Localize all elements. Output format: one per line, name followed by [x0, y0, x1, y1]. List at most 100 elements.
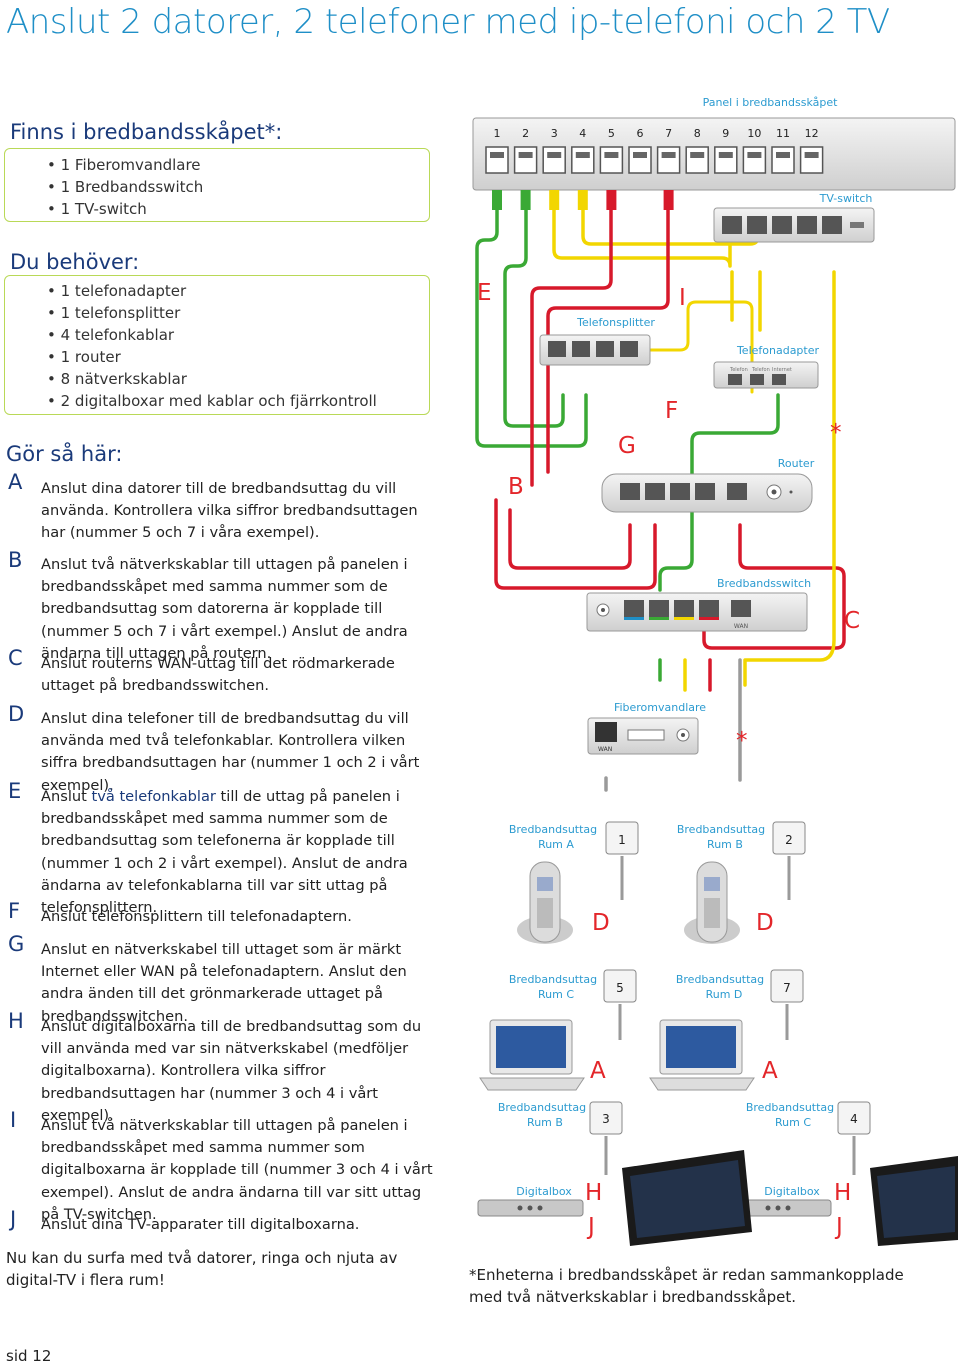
adapter-port-label: Telefon — [751, 367, 770, 373]
step-text-a: Anslut dina datorer till de bredbandsutt… — [41, 480, 418, 542]
step-letter-j: J — [10, 1207, 17, 1231]
panel-port-contacts — [804, 152, 819, 158]
panel-port-number: 5 — [608, 127, 615, 140]
panel-port-number: 3 — [551, 127, 558, 140]
step-letter-a: A — [8, 470, 23, 494]
step-letter-h: H — [8, 1009, 24, 1033]
outlet-rum-c-pc: Bredbandsuttag Rum C 5 — [509, 969, 637, 1003]
panel-port-contacts — [604, 152, 619, 158]
finns-item: 1 Bredbandsswitch — [47, 176, 429, 198]
panel-port — [656, 146, 681, 174]
marker-e: E — [477, 280, 492, 306]
outlet-rum-c-tv: Bredbandsuttag Rum C 4 — [746, 1101, 871, 1135]
panel-port-number: 10 — [747, 127, 761, 140]
marker-d: D — [592, 910, 610, 936]
step-text-j: Anslut dina TV-apparater till digitalbox… — [41, 1216, 360, 1233]
panel-port-number: 2 — [522, 127, 529, 140]
step-text-e-pre: Anslut — [41, 788, 92, 805]
panel-port — [513, 146, 538, 174]
panel-port-number: 7 — [665, 127, 672, 140]
panel-port-number: 8 — [694, 127, 701, 140]
panel-port-contacts — [690, 152, 705, 158]
cables — [475, 208, 846, 792]
adapter-port-label: Telefon — [729, 367, 748, 373]
panel-port-contacts — [718, 152, 733, 158]
digitalbox-icon — [725, 1199, 832, 1217]
switch-wan-label: WAN — [734, 623, 748, 630]
step-text-d: Anslut dina telefoner till de bredbandsu… — [41, 710, 420, 794]
router-label: Router — [778, 457, 815, 470]
cable-green-port2 — [503, 208, 565, 428]
marker-a: A — [590, 1058, 606, 1084]
page-title: Anslut 2 datorer, 2 telefoner med ip-tel… — [6, 2, 890, 42]
step-text-h: Anslut digitalboxarna till de bredbandsu… — [41, 1018, 422, 1124]
fiber-label: Fiberomvandlare — [614, 701, 706, 714]
behover-box: 1 telefonadapter 1 telefonsplitter 4 tel… — [4, 275, 430, 415]
adapter-port-label: Internet — [772, 367, 792, 373]
panel-port-number: 9 — [722, 127, 729, 140]
outlet-title: Bredbandsuttag — [746, 1101, 834, 1114]
outlet-room: Rum D — [706, 988, 743, 1001]
step-letter-f: F — [8, 899, 21, 923]
gor-heading: Gör så här: — [6, 442, 123, 466]
panel-port-contacts — [490, 152, 504, 158]
marker-star: * — [830, 420, 842, 446]
telefonadapter-label: Telefonadapter — [736, 344, 820, 357]
step-letter-e: E — [8, 779, 22, 803]
step-letter-d: D — [8, 702, 25, 726]
panel-port — [799, 146, 824, 174]
outlet-cables — [604, 856, 856, 1175]
outlet-rum-a: Bredbandsuttag Rum A 1 — [509, 821, 639, 855]
telefonadapter: Telefon Telefon Internet — [713, 361, 819, 389]
cable-yellow-tv-long — [743, 270, 836, 687]
outlet-room: Rum C — [775, 1116, 811, 1129]
panel-label: Panel i bredbandsskåpet — [703, 96, 839, 109]
step-letter-g: G — [8, 932, 25, 956]
cable-red-C — [702, 523, 846, 650]
behover-item: 1 telefonadapter — [47, 280, 429, 302]
panel-port-number: 4 — [579, 127, 586, 140]
behover-item: 2 digitalboxar med kablar och fjärrkontr… — [47, 390, 429, 412]
bredbandsswitch: WAN — [586, 592, 808, 632]
telefonsplitter — [539, 334, 651, 366]
finns-item: 1 TV-switch — [47, 198, 429, 220]
tvswitch-label: TV-switch — [819, 192, 873, 205]
outlet-title: Bredbandsuttag — [509, 973, 597, 986]
cable-red-router-1 — [508, 508, 632, 570]
panel-port — [628, 146, 652, 174]
outlet-rum-b-tv: Bredbandsuttag Rum B 3 — [498, 1101, 623, 1135]
outlet-room: Rum B — [707, 838, 743, 851]
panel-port — [571, 146, 595, 174]
cable-red-router-2 — [494, 498, 657, 590]
letter-markers: E I F * G B C * D D A A H H J J — [477, 280, 860, 1240]
marker-star-2: * — [736, 728, 748, 754]
cable-plug — [577, 190, 588, 210]
panel-port — [485, 146, 509, 174]
outlet-title: Bredbandsuttag — [498, 1101, 586, 1114]
cable-red-port7-a — [546, 208, 670, 474]
behover-heading: Du behöver: — [10, 250, 140, 274]
marker-h-2: H — [834, 1180, 851, 1206]
outlet-room: Rum A — [538, 838, 574, 851]
behover-item: 4 telefonkablar — [47, 324, 429, 346]
step-text-e-post: till de uttag på panelen i bredbandsskåp… — [41, 788, 408, 917]
phone-icon — [684, 861, 740, 944]
outlet-rum-d-pc: Bredbandsuttag Rum D 7 — [676, 969, 804, 1003]
step-text-g: Anslut en nätverkskabel till uttaget som… — [41, 941, 407, 1025]
phone-icon — [517, 861, 573, 944]
cable-plug — [492, 190, 502, 210]
outlet-rum-b-phone: Bredbandsuttag Rum B 2 — [677, 821, 806, 855]
outlet-number: 4 — [850, 1112, 858, 1126]
behover-item: 1 telefonsplitter — [47, 302, 429, 324]
telefonsplitter-label: Telefonsplitter — [576, 316, 655, 329]
tv-switch — [713, 207, 875, 243]
panel-port-contacts — [575, 152, 590, 158]
outlet-number: 7 — [783, 981, 791, 995]
behover-list: 1 telefonadapter 1 telefonsplitter 4 tel… — [47, 280, 429, 412]
cable-red-port5-a — [530, 208, 613, 487]
outlet-room: Rum B — [527, 1116, 563, 1129]
outlet-number: 5 — [616, 981, 624, 995]
